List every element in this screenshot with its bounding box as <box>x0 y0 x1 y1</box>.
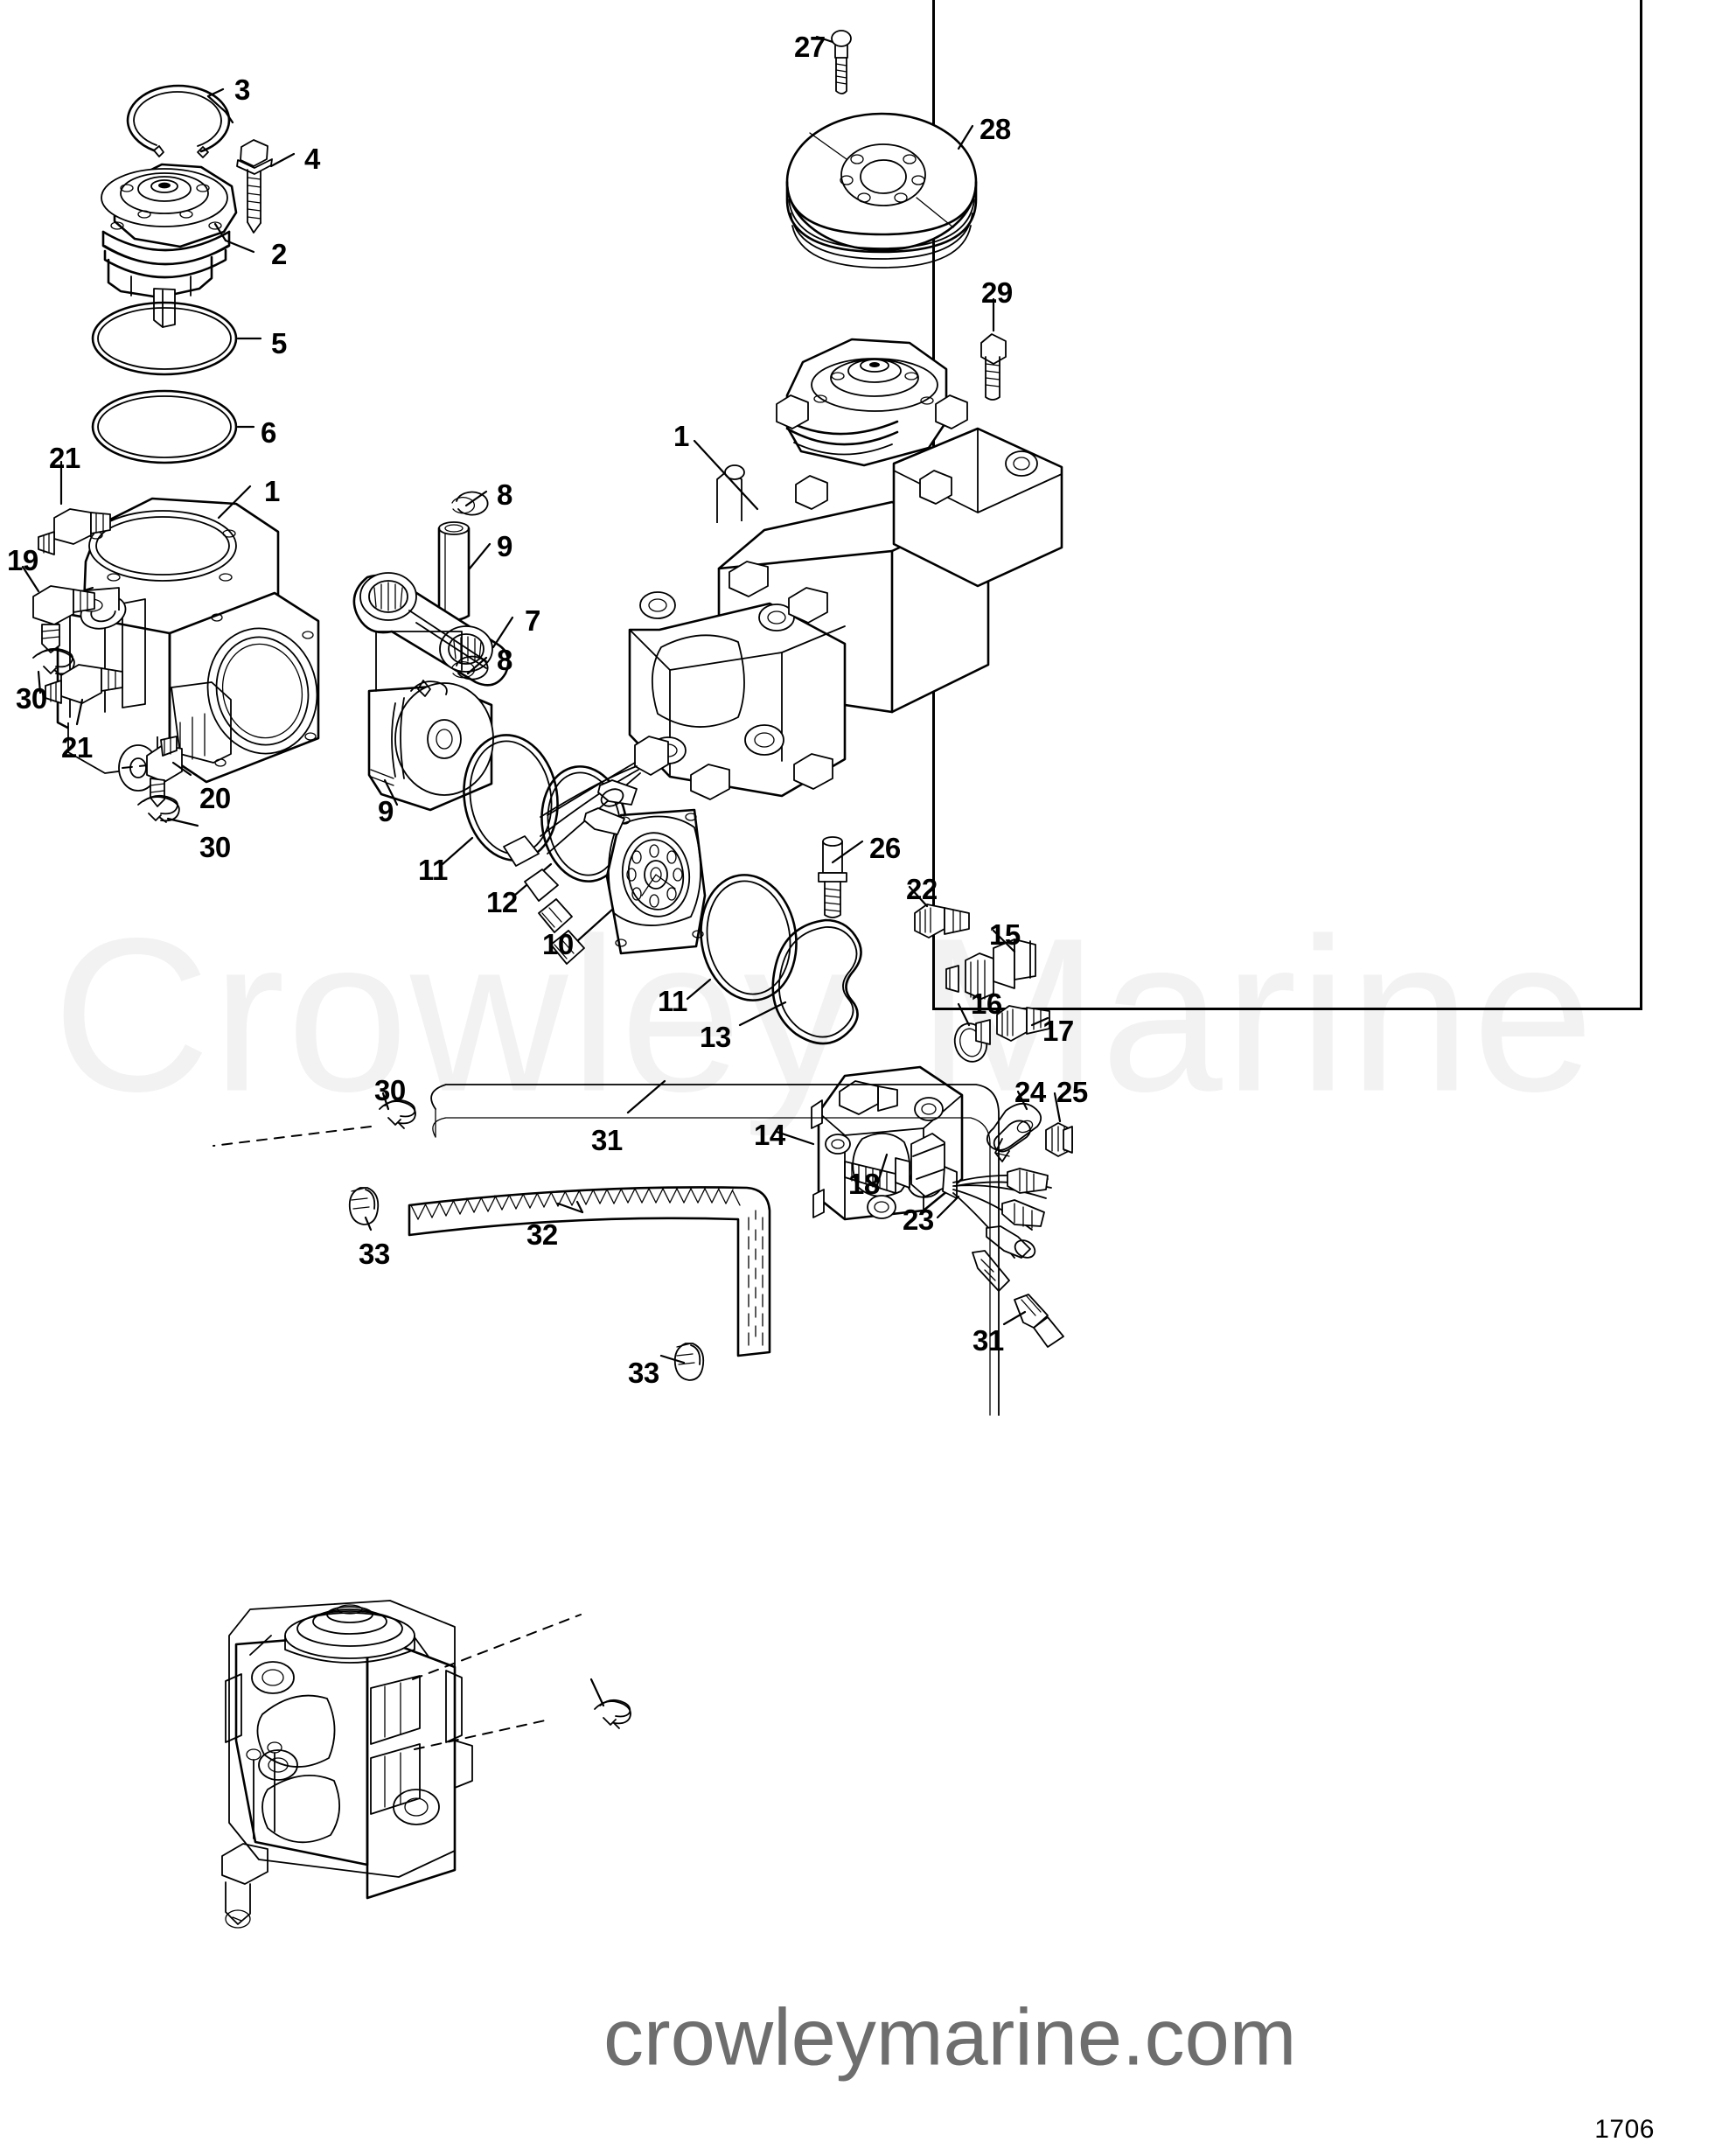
callout-15: 15 <box>989 918 1021 951</box>
callout-10: 10 <box>542 928 574 960</box>
callout-31b: 31 <box>973 1324 1004 1357</box>
callout-32: 32 <box>526 1218 558 1251</box>
callout-7: 7 <box>525 604 540 637</box>
callout-19: 19 <box>7 544 38 576</box>
part-hose-clamp-33b <box>659 1343 705 1381</box>
part-hex-flange-bolt <box>236 139 296 234</box>
callout-27: 27 <box>794 31 826 63</box>
part-o-ring-5 <box>91 301 262 376</box>
callout-33b: 33 <box>628 1357 659 1389</box>
callout-3: 3 <box>234 73 250 106</box>
callout-26: 26 <box>869 832 901 864</box>
part-o-ring-11a <box>441 734 559 866</box>
part-braided-hose <box>408 1186 771 1357</box>
part-clutch-pulley-assembly <box>101 163 255 328</box>
callout-1a: 1 <box>264 475 280 507</box>
callout-4: 4 <box>304 143 320 175</box>
part-snap-ring-8b <box>451 655 489 680</box>
callout-18: 18 <box>848 1168 880 1200</box>
callout-11a: 11 <box>418 854 448 886</box>
part-elbow-fitting-21a <box>38 460 111 555</box>
watermark-url: crowleymarine.com <box>603 1992 1297 2083</box>
callout-1b: 1 <box>673 420 689 452</box>
callout-6: 6 <box>261 416 276 449</box>
callout-33a: 33 <box>359 1238 390 1270</box>
callout-16: 16 <box>971 987 1002 1020</box>
part-elbow-fitting-21b <box>45 664 123 726</box>
callout-17: 17 <box>1042 1015 1074 1047</box>
callout-21b: 21 <box>61 731 93 764</box>
callout-24: 24 <box>1014 1076 1046 1108</box>
part-snap-ring-8a <box>451 490 489 516</box>
callout-8b: 8 <box>497 644 512 676</box>
part-compressor-housing <box>52 485 320 792</box>
part-piston <box>367 631 494 812</box>
callout-9b: 9 <box>378 795 394 827</box>
callout-12: 12 <box>486 886 518 918</box>
part-elbow-fitting-19 <box>21 565 95 653</box>
part-connecting-rod <box>352 572 514 687</box>
callout-31a: 31 <box>591 1124 623 1156</box>
assembled-compressor-bottom-left <box>221 1600 582 1929</box>
callout-29: 29 <box>981 276 1013 309</box>
part-hose-clamp-30b <box>137 794 199 827</box>
callout-5: 5 <box>271 327 287 359</box>
part-wrist-pin-9a <box>437 521 491 622</box>
part-hose-end-31 <box>1002 1294 1064 1348</box>
callout-14: 14 <box>754 1119 785 1151</box>
callout-23: 23 <box>903 1204 934 1236</box>
part-hose-clamp-30d <box>589 1678 631 1729</box>
callout-11b: 11 <box>658 985 687 1017</box>
callout-30b: 30 <box>199 831 231 863</box>
callout-2: 2 <box>271 238 287 270</box>
callout-30a: 30 <box>16 682 47 715</box>
part-o-ring-6 <box>91 389 255 464</box>
part-o-ring-12 <box>512 765 628 897</box>
callout-13: 13 <box>700 1021 731 1053</box>
callout-25: 25 <box>1056 1076 1088 1108</box>
page-number: 1706 <box>1594 2115 1655 2144</box>
callout-9a: 9 <box>497 530 512 562</box>
callout-30c: 30 <box>374 1074 406 1106</box>
part-elbow-fitting-20 <box>146 736 192 807</box>
part-hose-clamp-33a <box>348 1187 380 1232</box>
callout-8a: 8 <box>497 478 512 511</box>
part-retaining-ring <box>126 84 234 158</box>
callout-22: 22 <box>906 873 938 905</box>
inset-assembly-panel <box>932 0 1642 1010</box>
callout-21a: 21 <box>49 442 80 474</box>
callout-20: 20 <box>199 782 231 814</box>
callout-28: 28 <box>980 113 1011 145</box>
